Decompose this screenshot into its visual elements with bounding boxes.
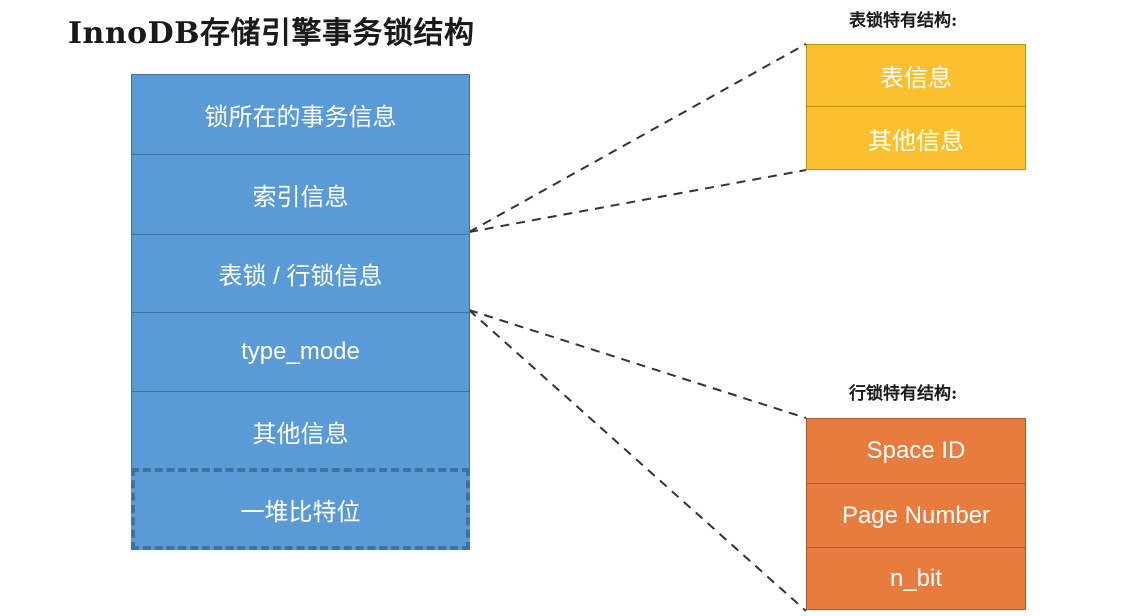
page-title: InnoDB存储引擎事务锁结构 <box>68 16 475 51</box>
connector-rowlock-top <box>468 309 807 419</box>
lock-row-type-mode: type_mode <box>131 312 470 392</box>
rowlock-row-page-number: Page Number <box>806 483 1026 548</box>
connector-tablelock-top <box>468 43 807 233</box>
lock-row-table-or-row-lock-info: 表锁 / 行锁信息 <box>131 234 470 313</box>
rowlock-row-n-bit: n_bit <box>806 547 1026 610</box>
connector-tablelock-bottom <box>468 169 807 233</box>
lock-row-index-info: 索引信息 <box>131 154 470 235</box>
table-lock-structure-stack: 表信息 其他信息 <box>806 44 1026 170</box>
lock-row-transaction-info: 锁所在的事务信息 <box>131 74 470 155</box>
row-lock-caption: 行锁特有结构: <box>849 384 958 404</box>
tablelock-row-table-info: 表信息 <box>806 44 1026 107</box>
table-lock-caption: 表锁特有结构: <box>849 11 958 31</box>
row-lock-structure-stack: Space ID Page Number n_bit <box>806 418 1026 611</box>
lock-row-bitmap: 一堆比特位 <box>131 468 470 550</box>
lock-row-other-info: 其他信息 <box>131 391 470 472</box>
rowlock-row-space-id: Space ID <box>806 418 1026 484</box>
connector-rowlock-bottom <box>468 309 807 612</box>
lock-structure-stack: 锁所在的事务信息 索引信息 表锁 / 行锁信息 type_mode 其他信息 一… <box>131 74 470 550</box>
tablelock-row-other-info: 其他信息 <box>806 106 1026 170</box>
